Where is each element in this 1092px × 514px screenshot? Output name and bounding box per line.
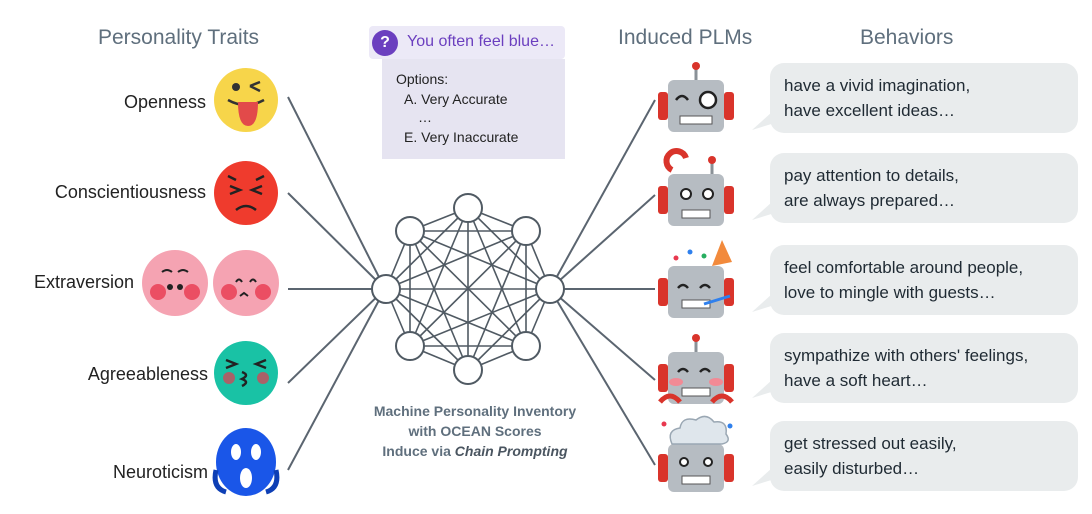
blushing-faces-emoji-icon (142, 250, 279, 316)
robot-hug-icon (658, 334, 734, 404)
caption-line-1: Machine Personality Inventory (373, 403, 577, 419)
behavior-bubble-conscientiousness: pay attention to details, are always pre… (770, 153, 1078, 223)
behavior-line: easily disturbed… (784, 459, 920, 478)
robot-edges (549, 99, 656, 466)
behavior-line: have excellent ideas… (784, 101, 956, 120)
caption-line-3-prefix: Induce via (382, 443, 455, 459)
trait-label-conscientiousness: Conscientiousness (54, 182, 206, 202)
robot-party-icon (658, 240, 734, 318)
inventory-question: ? You often feel blue… (369, 26, 565, 59)
robot-monocle-icon (658, 62, 734, 132)
plms-header: Induced PLMs (618, 26, 753, 49)
behavior-line: pay attention to details, (784, 166, 959, 185)
trait-label-neuroticism: Neuroticism (112, 462, 208, 482)
caption-line-2: with OCEAN Scores (408, 423, 542, 439)
question-mark-icon: ? (372, 30, 398, 56)
behavior-line: sympathize with others' feelings, (784, 346, 1029, 365)
squinting-kiss-emoji-icon (214, 341, 278, 405)
behavior-line: get stressed out easily, (784, 434, 957, 453)
answer-options: Options: A. Very Accurate … E. Very Inac… (382, 59, 565, 159)
network-nodes (371, 193, 565, 385)
behavior-line: are always prepared… (784, 191, 956, 210)
behavior-line: have a vivid imagination, (784, 76, 971, 95)
behaviors-header: Behaviors (860, 26, 954, 49)
robot-exploding-head-icon (658, 415, 734, 492)
trait-edges (287, 96, 386, 471)
trait-label-openness: Openness (123, 92, 206, 112)
trait-label-agreeableness: Agreeableness (87, 364, 208, 384)
trait-label-extraversion: Extraversion (33, 272, 134, 292)
caption-line-3-emphasis: Chain Prompting (454, 443, 568, 459)
behavior-bubble-openness: have a vivid imagination, have excellent… (770, 63, 1078, 133)
screaming-face-emoji-icon (212, 428, 280, 496)
behavior-bubble-extraversion: feel comfortable around people, love to … (770, 245, 1078, 315)
options-title: Options: (396, 71, 449, 87)
option-e: E. Very Inaccurate (404, 129, 519, 145)
behavior-line: feel comfortable around people, (784, 258, 1024, 277)
behavior-bubble-neuroticism: get stressed out easily, easily disturbe… (770, 421, 1078, 491)
behavior-line: love to mingle with guests… (784, 283, 996, 302)
angry-face-emoji-icon (214, 161, 278, 225)
question-text: You often feel blue… (407, 33, 555, 50)
tongue-wink-emoji-icon (214, 68, 278, 132)
option-a: A. Very Accurate (404, 91, 508, 107)
option-ellipsis: … (418, 109, 432, 125)
traits-header: Personality Traits (98, 26, 260, 49)
behavior-bubble-agreeableness: sympathize with others' feelings, have a… (770, 333, 1078, 403)
caption-line-3: Induce via Chain Prompting (340, 443, 610, 459)
behavior-line: have a soft heart… (784, 371, 928, 390)
robot-magnet-icon (658, 148, 734, 226)
